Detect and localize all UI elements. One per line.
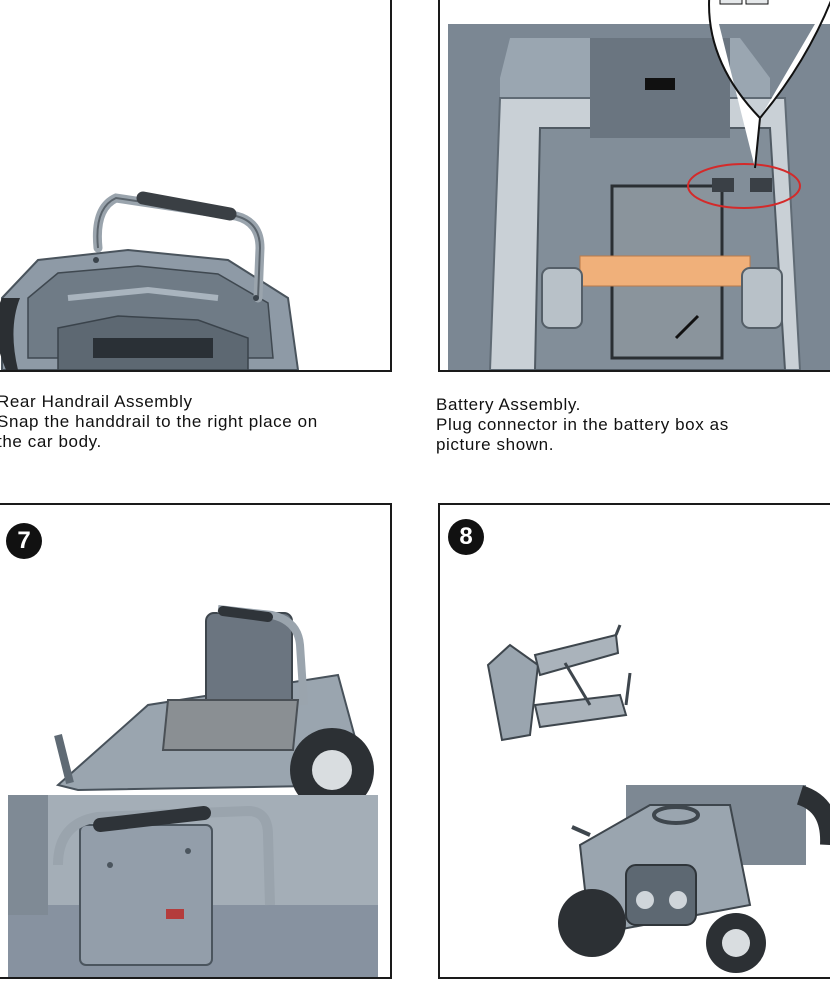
step5-caption: Rear Handrail Assembly Snap the handdrai…: [0, 392, 318, 452]
battery-illustration: [448, 0, 830, 370]
step7-number-badge: 7: [6, 523, 42, 559]
handrail-illustration: [0, 191, 300, 370]
step5-caption-title: Rear Handrail Assembly: [0, 392, 193, 411]
step6-panel: [438, 0, 830, 372]
seat-illustration: [8, 605, 378, 977]
step6-caption-line1: Plug connector in the battery box as: [436, 415, 729, 434]
loader-illustration: [486, 624, 830, 973]
step6-caption-line2: picture shown.: [436, 435, 555, 454]
step5-caption-line1: Snap the handdrail to the right place on: [0, 412, 318, 431]
step5-panel: [0, 0, 392, 372]
step7-panel: 7: [0, 503, 392, 979]
step8-number-badge: 8: [448, 519, 484, 555]
connector-highlight-ring: [687, 163, 801, 209]
step6-caption-title: Battery Assembly.: [436, 395, 581, 414]
step6-caption: Battery Assembly. Plug connector in the …: [436, 395, 729, 455]
step8-panel: 8: [438, 503, 830, 979]
step5-caption-line2: the car body.: [0, 432, 102, 451]
